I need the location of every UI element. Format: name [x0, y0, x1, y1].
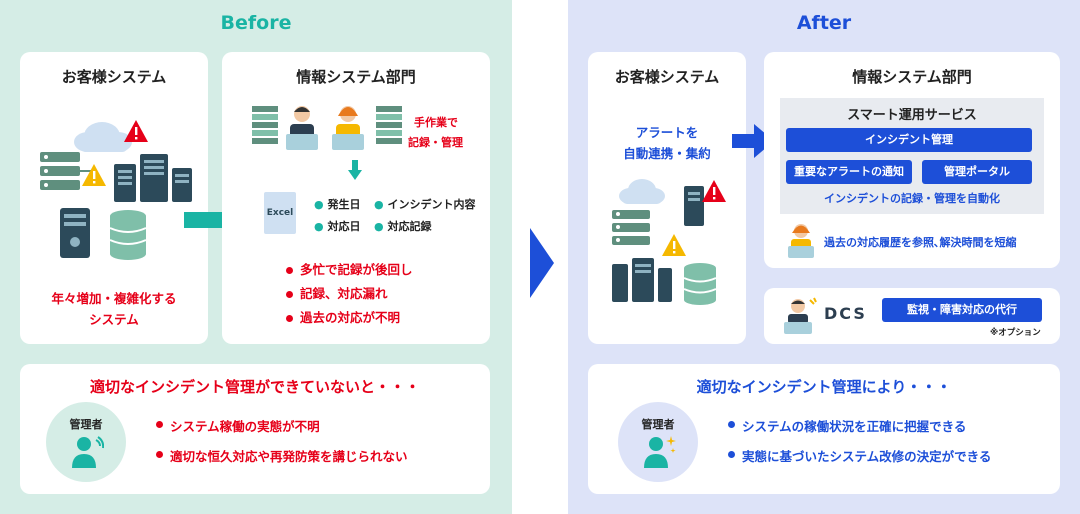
- admin-person-sparkle-icon: [644, 436, 676, 468]
- before-admin-circle: 管理者: [46, 402, 126, 482]
- database-icon: [683, 263, 717, 305]
- cloud-icon: [619, 179, 665, 204]
- manual-label-2: 記録・管理: [408, 136, 463, 149]
- locked-server-icon: [60, 208, 90, 258]
- female-worker-icon: [788, 224, 814, 258]
- before-admin-label: 管理者: [69, 418, 103, 431]
- before-it-card: 情報システム部門: [222, 52, 490, 344]
- yellow-warning-icon: [82, 164, 106, 186]
- network-server-icon: [40, 152, 94, 190]
- after-alert-label-1: アラートを: [635, 125, 699, 140]
- after-customer-title: お客様システム: [614, 68, 720, 86]
- smart-ops-service-box: スマート運用サービス インシデント管理 重要なアラートの通知 管理ポータル イン…: [780, 98, 1044, 214]
- after-it-card: 情報システム部門 スマート運用サービス インシデント管理 重要なアラートの通知 …: [764, 52, 1060, 268]
- dcs-card: DCS 監視・障害対応の代行 ※オプション: [764, 288, 1060, 344]
- infrastructure-illustration: [40, 120, 192, 260]
- after-summary-heading: 適切なインシデント管理により・・・: [696, 378, 952, 396]
- dcs-label: DCS: [824, 304, 867, 323]
- before-title: Before: [220, 12, 292, 34]
- after-it-title: 情報システム部門: [852, 68, 972, 86]
- transition-arrow-icon: [530, 228, 554, 298]
- smart-ops-title: スマート運用サービス: [847, 108, 977, 123]
- before-customer-caption-2: システム: [89, 312, 139, 327]
- before-customer-card: お客様システム: [20, 52, 208, 344]
- excel-fields: ● 発生日 ● インシデント内容 ● 対応日 ● 対応記録: [314, 196, 484, 240]
- after-alert-label-2: 自動連携・集約: [623, 146, 711, 161]
- tower-servers-icon: [612, 258, 672, 302]
- network-server-icon: [612, 210, 650, 245]
- before-summary-heading: 適切なインシデント管理ができていないと・・・: [89, 378, 420, 396]
- staff-illustration: [252, 106, 402, 150]
- before-summary-card: 適切なインシデント管理ができていないと・・・ 管理者 システム稼働の実態が不明 …: [20, 364, 490, 494]
- summary-point: 実態に基づいたシステム改修の決定ができる: [726, 442, 991, 472]
- admin-person-icon: [72, 436, 104, 468]
- summary-point: 適切な恒久対応や再発防策を講じられない: [154, 442, 408, 472]
- incident-management-button[interactable]: インシデント管理: [786, 128, 1032, 152]
- summary-point: システムの稼働状況を正確に把握できる: [726, 412, 991, 442]
- after-title: After: [796, 12, 852, 34]
- summary-point: システム稼働の実態が不明: [154, 412, 408, 442]
- after-customer-card: お客様システム アラートを 自動連携・集約: [588, 52, 746, 344]
- excel-file-icon: Excel: [264, 192, 296, 234]
- after-summary-points: システムの稼働状況を正確に把握できる 実態に基づいたシステム改修の決定ができる: [726, 412, 991, 472]
- excel-label: Excel: [266, 208, 294, 218]
- manual-label-1: 手作業で: [414, 116, 458, 129]
- after-summary-card: 適切なインシデント管理により・・・ 管理者 システムの稼働状況を正確に把握できる…: [588, 364, 1060, 494]
- cloud-icon: [74, 122, 132, 152]
- problem-item: 記録、対応漏れ: [284, 282, 413, 306]
- automation-label: インシデントの記録・管理を自動化: [824, 192, 1000, 205]
- monitoring-proxy-button[interactable]: 監視・障害対応の代行: [882, 298, 1042, 322]
- down-arrow-icon: [348, 160, 362, 180]
- field-item: ● 発生日: [314, 198, 361, 211]
- tower-server-icon: [684, 186, 704, 226]
- tower-server-icon: [114, 154, 192, 202]
- history-label: 過去の対応履歴を参照､解決時間を短縮: [824, 236, 1017, 249]
- database-icon: [109, 210, 147, 260]
- important-alert-button[interactable]: 重要なアラートの通知: [786, 160, 912, 184]
- after-panel: After お客様システム アラートを 自動連携・集約: [568, 0, 1080, 514]
- red-warning-icon: [124, 120, 148, 142]
- before-customer-title: お客様システム: [61, 68, 167, 86]
- red-warning-icon: [702, 180, 726, 202]
- yellow-warning-icon: [662, 234, 686, 256]
- field-item: ● 対応日: [314, 220, 361, 233]
- after-admin-label: 管理者: [641, 418, 675, 431]
- document-stack-icon: [252, 106, 278, 144]
- problem-item: 過去の対応が不明: [284, 306, 413, 330]
- dcs-operator-icon: [784, 297, 817, 334]
- before-panel: Before お客様システム: [0, 0, 512, 514]
- before-it-title: 情報システム部門: [296, 68, 416, 86]
- document-stack-icon-right: [376, 106, 402, 144]
- before-summary-points: システム稼働の実態が不明 適切な恒久対応や再発防策を講じられない: [154, 412, 408, 472]
- female-worker-icon: [332, 106, 364, 150]
- after-admin-circle: 管理者: [618, 402, 698, 482]
- management-portal-button[interactable]: 管理ポータル: [922, 160, 1032, 184]
- after-infrastructure-illustration: [612, 179, 726, 305]
- field-item: ● 対応記録: [374, 220, 432, 233]
- problem-item: 多忙で記録が後回し: [284, 258, 413, 282]
- field-item: ● インシデント内容: [374, 198, 476, 211]
- before-problem-list: 多忙で記録が後回し 記録、対応漏れ 過去の対応が不明: [284, 258, 413, 330]
- option-note: ※オプション: [990, 328, 1041, 338]
- male-worker-icon: [286, 106, 318, 150]
- before-customer-caption-1: 年々増加・複雑化する: [51, 291, 177, 306]
